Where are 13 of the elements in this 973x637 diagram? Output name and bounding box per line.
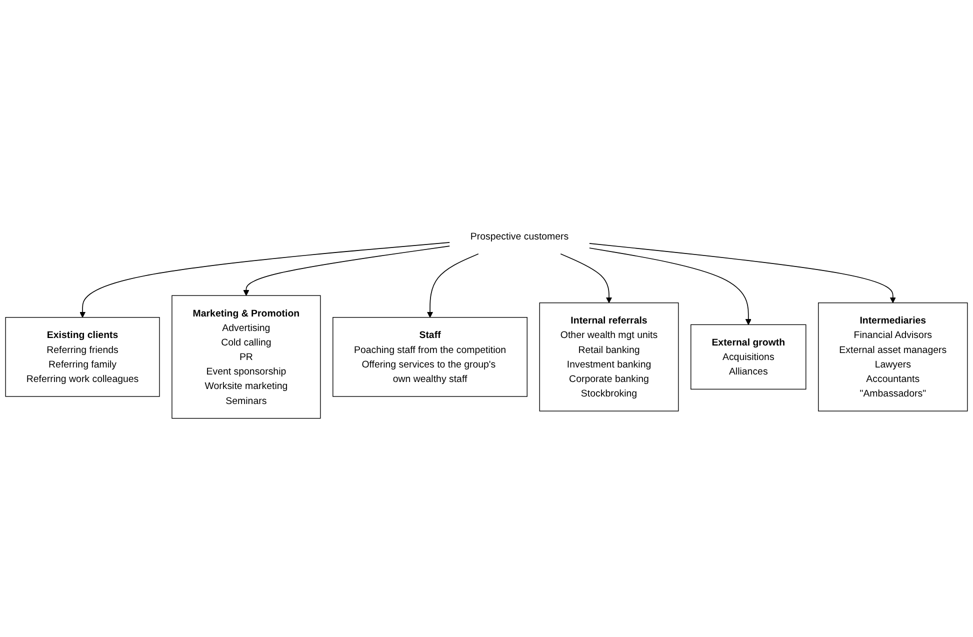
node-box: Internal referrals Other wealth mgt units Retail banking Investment banking Corporate banking Stockbroking bbox=[539, 302, 679, 412]
arrow bbox=[589, 248, 752, 326]
arrow bbox=[426, 254, 479, 318]
arrow bbox=[243, 246, 450, 296]
node-box: Staff Poaching staff from the competition Offering services to the group's own wealthy staff bbox=[332, 317, 528, 397]
node-box: External growth Acquisitions Alliances bbox=[690, 324, 806, 390]
arrow bbox=[560, 254, 612, 304]
node-box: Intermediaries Financial Advisors External asset managers Lawyers Accountants "Ambassadors" bbox=[818, 302, 968, 412]
arrow bbox=[589, 243, 896, 304]
arrow bbox=[79, 242, 450, 318]
node-box: Existing clients Referring friends Referring family Referring work colleagues bbox=[5, 317, 160, 397]
node-text: Prospective customers bbox=[470, 230, 569, 242]
node-box: Marketing & Promotion Advertising Cold calling PR Event sponsorship Worksite marketing Seminars bbox=[172, 295, 321, 419]
